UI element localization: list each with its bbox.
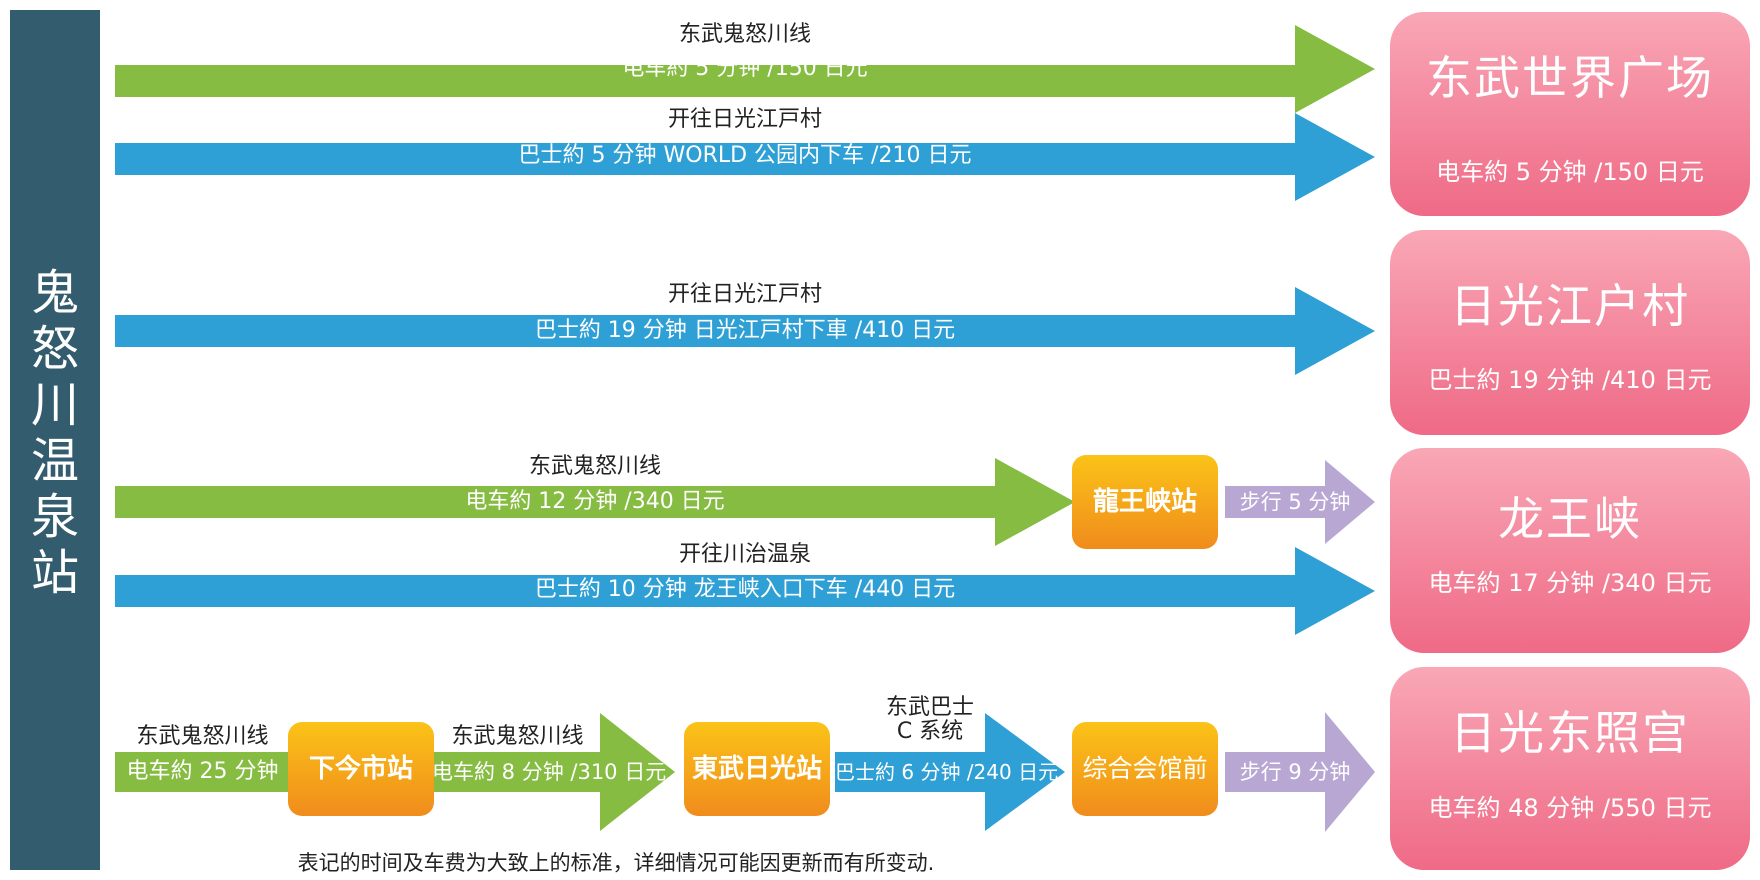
walk-arrow-to-toshogu [1225, 712, 1375, 832]
station-tobu-nikko: 東武日光站 [684, 722, 830, 816]
footnote: 表记的时间及车费为大致上的标准，详细情况可能因更新而有所变动. [297, 851, 935, 875]
route-4-leg-2-line: 东武鬼怒川线 [451, 724, 584, 749]
destination-summary: 电车約 48 分钟 /550 日元 [1428, 794, 1712, 822]
destination-summary: 巴士約 19 分钟 /410 日元 [1428, 366, 1712, 394]
origin-station-bar [10, 10, 100, 870]
route-1-train-detail: 电车約 5 分钟 /150 日元 [622, 56, 868, 81]
bus-arrow-to-kaikan [835, 713, 1065, 831]
route-2-bus-detail: 巴士約 19 分钟 日光江戸村下車 /410 日元 [534, 318, 956, 343]
train-arrow-to-shimoimaichi [115, 752, 290, 792]
route-4-leg-1-detail: 电车約 25 分钟 [126, 759, 279, 784]
destination-summary: 电车約 5 分钟 /150 日元 [1436, 158, 1704, 186]
destination-ryuokyo: 龙王峡 电车約 17 分钟 /340 日元 [1390, 448, 1750, 653]
destination-name: 龙王峡 [1498, 492, 1642, 546]
train-arrow-to-tobu-nikko [430, 713, 675, 831]
destination-nikko-edomura: 日光江户村 巴士約 19 分钟 /410 日元 [1390, 230, 1750, 435]
route-4-leg-2-detail: 电车約 8 分钟 /310 日元 [432, 760, 667, 784]
station-kaikan: 综合会馆前 [1072, 722, 1218, 816]
station-shimoimaichi: 下今市站 [288, 722, 434, 816]
bus-arrow-to-ryuokyo [115, 547, 1375, 635]
bus-arrow-to-tobu-world-square [115, 113, 1375, 201]
route-1-bus-detail: 巴士約 5 分钟 WORLD 公园内下车 /210 日元 [518, 143, 972, 168]
destination-name: 日光东照宫 [1450, 706, 1690, 760]
bus-arrow-to-nikko-edomura [115, 287, 1375, 375]
destination-name: 日光江户村 [1450, 279, 1690, 333]
train-arrow-to-tobu-world-square [115, 25, 1375, 113]
route-3-bus-line: 开往川治温泉 [678, 542, 811, 567]
destination-nikko-toshogu: 日光东照宫 电车約 48 分钟 /550 日元 [1390, 667, 1750, 870]
destination-tobu-world-square: 东武世界广场 电车約 5 分钟 /150 日元 [1390, 12, 1750, 216]
destination-summary: 电车約 17 分钟 /340 日元 [1428, 569, 1712, 597]
route-1-train-line: 东武鬼怒川线 [678, 22, 811, 47]
route-1-bus-line: 开往日光江戸村 [667, 107, 822, 132]
origin-station-name: 鬼怒川温泉站 [30, 265, 79, 601]
walk-arrow-to-ryuokyo [1225, 460, 1375, 544]
route-4-leg-3-line: 东武巴士 C 系统 [885, 695, 974, 744]
route-3-walk-detail: 步行 5 分钟 [1239, 490, 1351, 514]
route-2-bus-line: 开往日光江戸村 [667, 282, 822, 307]
route-4-leg-1-line: 东武鬼怒川线 [136, 724, 269, 749]
route-4-walk-detail: 步行 9 分钟 [1239, 760, 1351, 784]
train-arrow-to-ryuokyo-station [115, 458, 1075, 546]
route-3-bus-detail: 巴士約 10 分钟 龙王峡入口下车 /440 日元 [534, 577, 956, 602]
route-3-train-line: 东武鬼怒川线 [528, 454, 661, 479]
station-ryuokyo: 龍王峡站 [1072, 455, 1218, 549]
route-3-train-detail: 电车約 12 分钟 /340 日元 [465, 489, 725, 514]
destination-name: 东武世界广场 [1426, 51, 1714, 105]
route-4-leg-3-detail: 巴士約 6 分钟 /240 日元 [835, 760, 1059, 784]
